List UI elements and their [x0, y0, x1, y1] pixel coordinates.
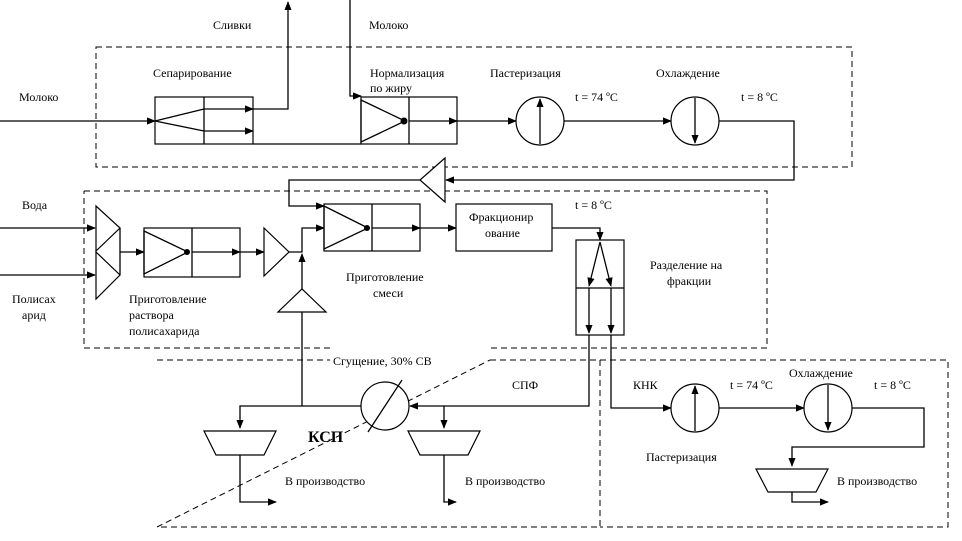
label-spf: СПФ	[512, 378, 538, 392]
label-cream: Сливки	[213, 18, 252, 32]
label-solution-1: Приготовление	[129, 292, 207, 306]
fraction-separator-unit	[575, 239, 625, 336]
polysaccharide-dissolver	[143, 227, 241, 278]
water-pump	[95, 204, 121, 253]
label-normalization-1: Нормализация	[370, 66, 445, 80]
label-milk-left: Молоко	[19, 90, 58, 104]
cooler-top	[670, 96, 720, 146]
label-temp-8-top: t = 8 ºС	[741, 90, 778, 104]
label-polysaccharide-2: арид	[22, 308, 46, 322]
cooler-outlet-line	[445, 120, 795, 184]
hopper-right	[755, 468, 829, 493]
hopper-right-out-line	[791, 492, 829, 506]
label-fraction-sep-2: фракции	[667, 274, 712, 288]
label-mix-1: Приготовление	[346, 270, 424, 284]
zone-milk-preparation	[95, 46, 853, 168]
hopper-middle	[407, 430, 481, 456]
label-cooling-bottom: Охлаждение	[789, 366, 853, 380]
label-milk-top: Молоко	[369, 18, 408, 32]
fractionation-unit	[455, 203, 553, 252]
label-condensation: Сгущение, 30% СВ	[333, 354, 432, 368]
label-fraction-sep-1: Разделение на	[650, 258, 723, 272]
zone-knk-processing	[600, 359, 949, 528]
label-fractionation-2: ование	[485, 226, 520, 240]
separator-unit	[154, 96, 254, 145]
label-solution-3: полисахарида	[129, 324, 200, 338]
label-pasteurization-bottom: Пастеризация	[646, 450, 717, 464]
cooler-bottom-out-line	[788, 407, 925, 467]
label-ksp: КСП	[308, 429, 344, 446]
label-normalization-2: по жиру	[370, 81, 412, 95]
label-to-production-1: В производство	[285, 474, 365, 488]
fractionation-to-separator-line	[552, 227, 604, 241]
label-solution-2: раствора	[129, 308, 174, 322]
label-temp-74-top: t = 74 ºС	[575, 90, 618, 104]
hopper-left	[203, 430, 277, 456]
pump-to-mixer-line	[288, 179, 420, 210]
label-temp-74-bottom: t = 74 ºС	[730, 378, 773, 392]
label-separation: Сепарирование	[153, 66, 232, 80]
milk-top-inlet-line	[349, 0, 362, 100]
cream-outlet-line	[253, 1, 292, 110]
hopper-middle-out-line	[443, 455, 457, 506]
condenser-unit	[360, 379, 410, 433]
cooler-bottom	[803, 383, 853, 433]
solution-to-mixer-line	[289, 224, 325, 253]
condenser-out-line	[236, 405, 361, 429]
zone-mixture-preparation	[83, 190, 768, 349]
polysaccharide-pump	[95, 250, 121, 301]
label-to-production-2: В производство	[465, 474, 545, 488]
pasteurizer-top	[515, 96, 565, 146]
ksp-pump	[276, 288, 328, 313]
solution-pump	[263, 226, 290, 278]
label-temp-8-mid: t = 8 ºС	[575, 198, 612, 212]
label-temp-8-bottom: t = 8 ºС	[874, 378, 911, 392]
hopper-left-out-line	[239, 455, 277, 506]
normalization-unit	[360, 96, 458, 145]
spf-line	[409, 335, 590, 410]
knk-line	[610, 335, 672, 412]
pasteurizer-bottom	[670, 383, 720, 433]
label-pasteurization-top: Пастеризация	[490, 66, 561, 80]
label-to-production-3: В производство	[837, 474, 917, 488]
label-mix-2: смеси	[373, 286, 404, 300]
label-cooling-top: Охлаждение	[656, 66, 720, 80]
label-fractionation-1: Фракционир	[469, 210, 533, 224]
mixer-unit	[323, 203, 421, 252]
label-polysaccharide-1: Полисах	[12, 292, 56, 306]
zone-condensation	[156, 359, 601, 528]
label-knk: КНК	[633, 378, 659, 392]
pump-top	[419, 156, 446, 204]
label-water: Вода	[22, 198, 48, 212]
